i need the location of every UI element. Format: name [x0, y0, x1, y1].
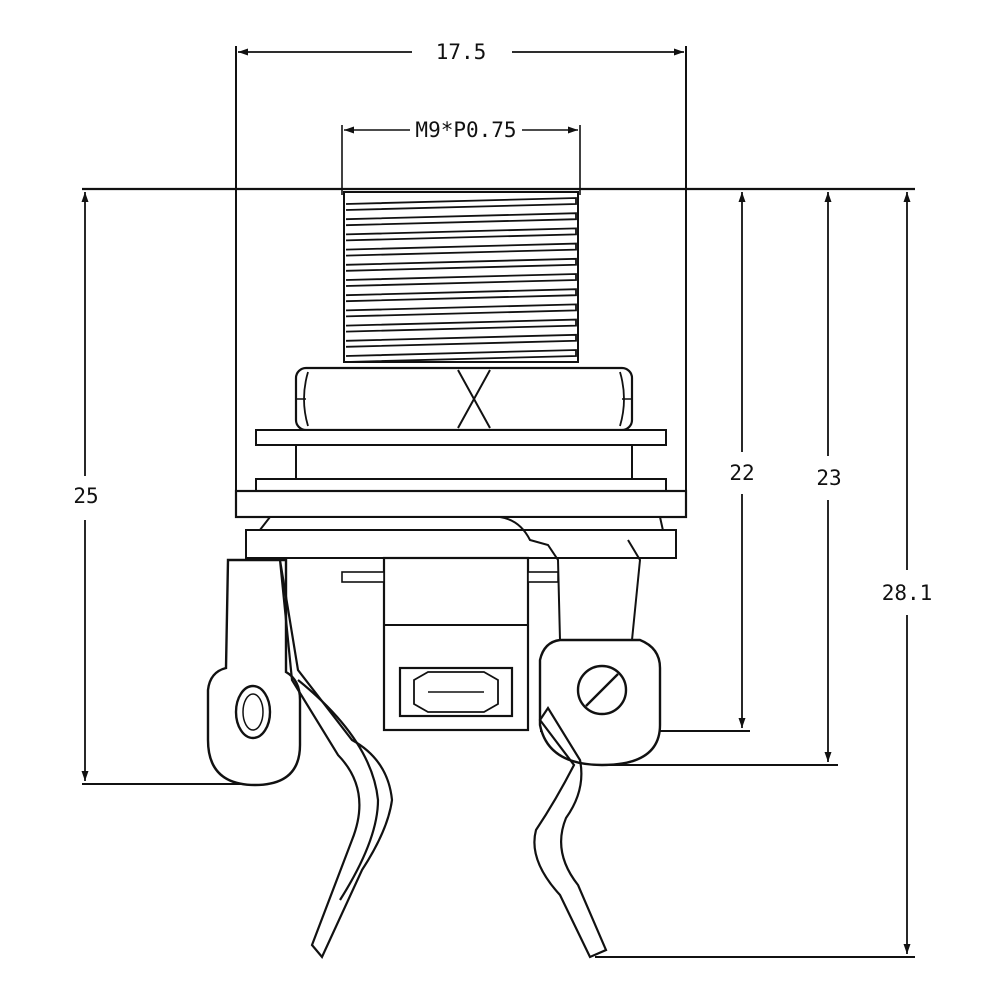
- thread-ridge: [345, 273, 577, 287]
- height-left-dimension-label: 25: [73, 484, 98, 508]
- thread-ridge: [345, 242, 577, 257]
- contact-tab-left: [341, 571, 385, 583]
- thread-ridge: [345, 227, 577, 242]
- dimension-lines: [81, 48, 911, 954]
- washers: [234, 429, 688, 519]
- thread-ridge: [345, 257, 577, 272]
- nut-body: [294, 366, 634, 432]
- right-lug-hole-slash: [585, 673, 619, 707]
- contact-slot: [413, 671, 499, 713]
- thread-ridge: [345, 197, 577, 211]
- neck: [295, 444, 633, 480]
- left-lug-hole-inner: [242, 693, 264, 731]
- right-spring-contact: [533, 705, 608, 959]
- width-dimension-label: 17.5: [436, 40, 487, 64]
- thread-ridge: [345, 349, 577, 363]
- spring-contacts: [278, 559, 608, 960]
- height-total-dimension-label: 28.1: [882, 581, 933, 605]
- thread-ridge: [345, 288, 577, 303]
- upper-washer: [255, 429, 667, 446]
- thread-ridge: [345, 318, 577, 333]
- dimension-labels: 17.5 M9*P0.75 25 22 23 28.1: [73, 40, 932, 605]
- contact-tab-right: [527, 571, 559, 583]
- left-spring-inner: [297, 679, 380, 901]
- frame-right-clip: [627, 539, 642, 641]
- thread-dimension-label: M9*P0.75: [415, 118, 516, 142]
- frame-right-bracket: [499, 516, 561, 641]
- center-contact: [341, 556, 559, 732]
- thread-ridge: [345, 212, 577, 227]
- frame-plate: [245, 529, 677, 559]
- thread-ridge: [345, 333, 577, 348]
- left-lug-hole: [234, 684, 272, 740]
- left-lug-body: [206, 558, 302, 787]
- threaded-bushing: [343, 191, 579, 363]
- jack-frame: [245, 516, 677, 641]
- lower-washer: [255, 478, 667, 492]
- right-terminal-lug: [538, 638, 662, 767]
- left-spring-contact: [278, 559, 394, 960]
- hex-nut: [294, 366, 634, 432]
- thread-ridges: [345, 197, 577, 363]
- nut-center-edge: [457, 369, 491, 429]
- height-terminal-dimension-label: 23: [816, 466, 841, 490]
- flange: [234, 489, 688, 519]
- left-terminal-lug: [206, 558, 302, 787]
- thread-ridge: [345, 303, 577, 318]
- height-lug-dimension-label: 22: [729, 461, 754, 485]
